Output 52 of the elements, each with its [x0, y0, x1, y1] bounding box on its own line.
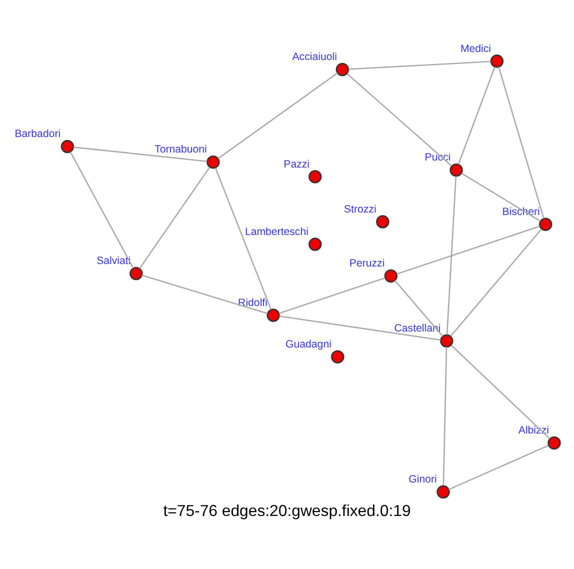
connector: [450, 228, 542, 336]
node-circle: [308, 170, 322, 184]
node-label: Medici: [460, 42, 492, 55]
connector: [348, 60, 491, 70]
connector: [394, 280, 444, 337]
node-label: Tornabuoni: [154, 144, 207, 156]
connector: [278, 277, 386, 314]
node-label: Strozzi: [344, 203, 376, 216]
node-circle: [331, 350, 344, 364]
node-circle: [376, 215, 390, 228]
node-label: Salviati: [96, 255, 131, 268]
node-circle: [384, 269, 398, 283]
node-circle: [548, 436, 561, 450]
connector: [279, 315, 441, 341]
node-circle: [130, 266, 143, 280]
connector: [458, 66, 496, 164]
connector: [142, 274, 268, 314]
connector: [218, 72, 338, 160]
node-circle: [266, 308, 280, 322]
node-circle: [336, 62, 350, 76]
node-circle: [60, 140, 74, 154]
connector: [498, 66, 544, 219]
node-circle: [436, 485, 450, 499]
node-label: Castellani: [394, 322, 441, 334]
node-label: Bischeri: [502, 206, 540, 218]
connector: [450, 344, 550, 440]
node-label: Peruzzi: [349, 258, 385, 270]
connector: [139, 167, 210, 269]
node-label: Lamberteschi: [244, 226, 308, 238]
node-label: Acciaiuoli: [292, 51, 337, 64]
connector: [214, 168, 272, 310]
node-circle: [440, 334, 454, 348]
connector: [446, 176, 457, 335]
connector: [396, 226, 540, 275]
connector: [442, 346, 448, 486]
connector: [346, 73, 452, 166]
node-circle: [206, 155, 220, 169]
node-circle: [450, 163, 463, 177]
node-label: Ginori: [408, 474, 437, 486]
caption: t=75-76 edges:20:gwesp.fixed.0:19: [163, 502, 411, 520]
connector: [448, 444, 549, 490]
node-label: Albizzi: [518, 424, 549, 437]
connector: [73, 146, 207, 162]
node-label: Pazzi: [284, 158, 310, 170]
node-circle: [538, 218, 552, 231]
connector: [70, 152, 134, 269]
node-circle: [490, 54, 504, 68]
node-label: Guadagni: [286, 338, 332, 350]
connector: [461, 172, 541, 222]
node-label: Ridolfi: [238, 296, 268, 309]
node-circle: [308, 238, 322, 251]
node-label: Barbadori: [14, 128, 61, 140]
